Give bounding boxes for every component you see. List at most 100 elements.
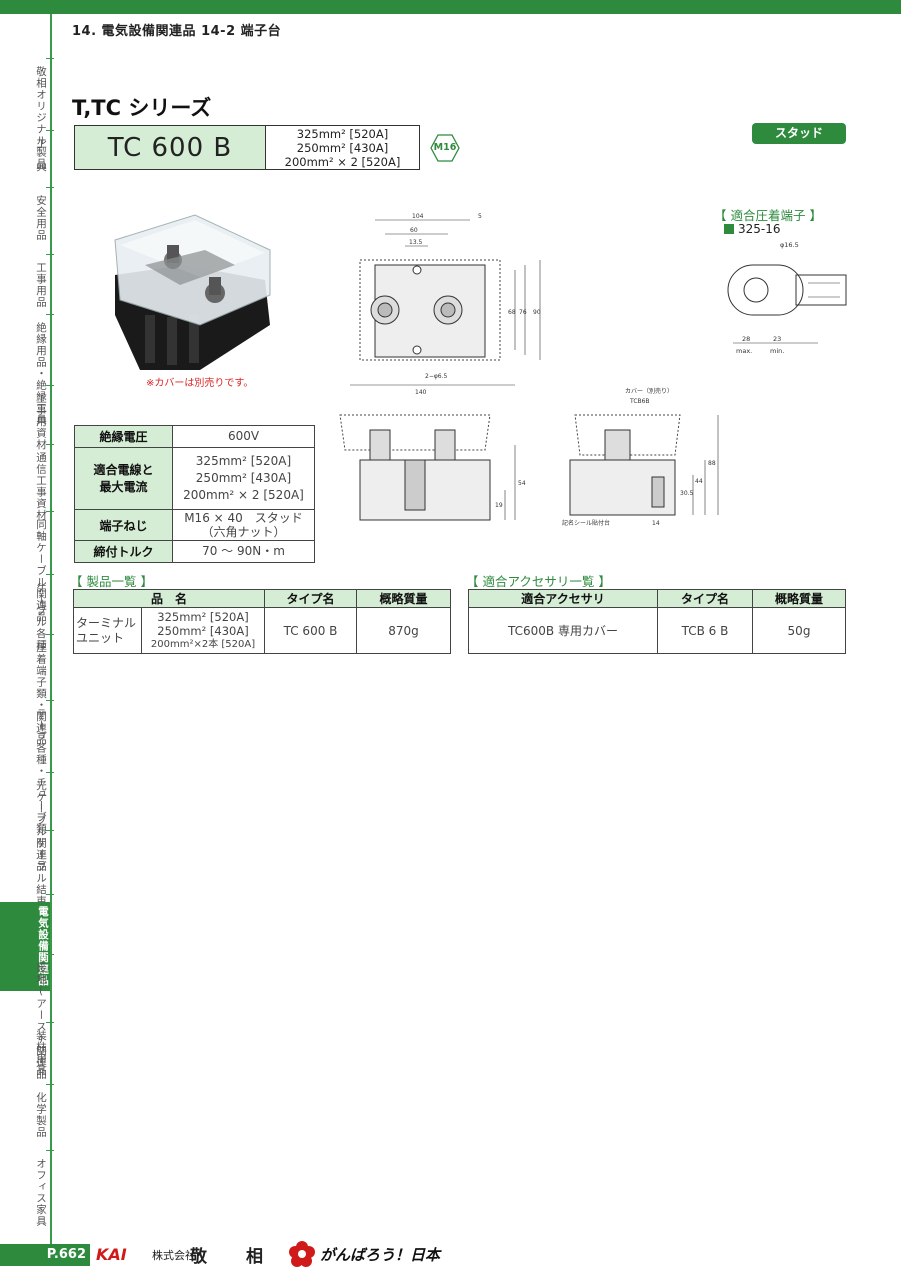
sidebar-item[interactable]: オフィス家具 (35, 1158, 47, 1227)
column-header: 品 名 (73, 589, 265, 608)
sidebar-divider (46, 954, 54, 955)
table-row: 適合電線と 最大電流 325mm² [520A] 250mm² [430A] 2… (74, 447, 315, 510)
spec-value: 600V (172, 425, 315, 448)
model-name: TC 600 B (74, 125, 266, 170)
top-bar (0, 0, 901, 14)
phi-16-5-label: φ16.5 (780, 241, 799, 249)
sidebar-item[interactable]: ケーブル各種 (35, 582, 47, 651)
sidebar-item[interactable]: 通信工事資材 (35, 452, 47, 521)
sidebar-item[interactable]: 電気設備関連品 (0, 902, 50, 991)
sidebar-divider (46, 700, 54, 701)
table-row: 絶縁電圧 600V (74, 425, 315, 448)
spec-table: 絶縁電圧 600V 適合電線と 最大電流 325mm² [520A] 250mm… (74, 425, 315, 563)
spec-label: 絶縁電圧 (74, 425, 173, 448)
sidebar-divider (46, 830, 54, 831)
dim-68: 68 (508, 309, 516, 316)
sidebar-item[interactable]: 光ケーブル関連品 (35, 780, 47, 872)
crimp-terminal-drawing: φ16.5 28 23 max. min. (727, 241, 847, 355)
spec-value-line: 325mm² [520A] (195, 454, 292, 468)
sidebar-divider (46, 511, 54, 512)
dim-54: 54 (518, 480, 526, 487)
spec-value-line: （六角ナット） (201, 525, 286, 539)
dim-76: 76 (519, 309, 527, 316)
product-photo (114, 214, 271, 370)
column-header: 概略質量 (752, 589, 846, 608)
spec-value-line: 200mm² × 2 [520A] (183, 488, 304, 502)
column-header: 概略質量 (356, 589, 451, 608)
sidebar-divider (46, 130, 54, 131)
sidebar-divider (46, 1084, 54, 1085)
series-title: T,TC シリーズ (72, 96, 212, 120)
hole-label: 2−φ6.5 (425, 373, 448, 380)
cover-label: カバー（別売り） (625, 387, 673, 395)
sidebar-item[interactable]: 工事用資材 (35, 393, 47, 451)
table-row: ターミナル ユニット 325mm² [520A] 250mm² [430A] 2… (73, 607, 451, 654)
sidebar-item[interactable]: 絶縁用品・絶縁工具 (35, 322, 47, 426)
company-logo: KAI (96, 1245, 127, 1264)
sidebar-item[interactable]: 敬相オリジナル製品 (35, 66, 47, 170)
product-name: ターミナル ユニット (73, 607, 142, 654)
sidebar-divider (46, 894, 54, 895)
type-badge: スタッド (752, 123, 846, 144)
accessory-list-heading: 【 適合アクセサリ一覧 】 (466, 574, 611, 589)
sidebar-item[interactable]: 同軸ケーブル関連品 (35, 519, 47, 623)
dim-5: 5 (478, 213, 482, 220)
dim-140: 140 (415, 389, 427, 395)
spec-label: 適合電線と 最大電流 (74, 447, 173, 510)
sidebar-divider (46, 634, 54, 635)
sidebar-item[interactable]: 接地(アース)関連品 (35, 962, 47, 1080)
sidebar-item[interactable]: 工 具 (35, 138, 47, 173)
product-table: 品 名 タイプ名 概略質量 ターミナル ユニット 325mm² [520A] 2… (73, 589, 451, 654)
table-row: 締付トルク 70 ～ 90N・m (74, 540, 315, 563)
spec-label: 締付トルク (74, 540, 173, 563)
product-spec-line: 200mm²×2本 [520A] (150, 638, 256, 650)
min-label: min. (770, 347, 784, 355)
sidebar-item[interactable]: 工事用品 (35, 262, 47, 308)
sidebar-item[interactable]: 安全用品 (35, 195, 47, 241)
crimp-heading: 【 適合圧着端子 】 (714, 208, 822, 223)
sidebar-divider (46, 187, 54, 188)
sidebar-line (50, 14, 52, 1244)
model-spec-line: 200mm² × 2 [520A] (284, 155, 401, 169)
sidebar-item[interactable]: 化学製品 (35, 1092, 47, 1138)
sidebar-item[interactable]: テープ各種・チューブ類 (35, 708, 47, 835)
dim-88: 88 (708, 460, 716, 467)
thread-label: M16 (433, 142, 457, 153)
product-mass: 870g (356, 607, 451, 654)
spec-value: 70 ～ 90N・m (172, 540, 315, 563)
company-name-sou: 相 (246, 1247, 263, 1267)
spec-value-line: 250mm² [430A] (195, 471, 292, 485)
model-spec-line: 250mm² [430A] (296, 141, 389, 155)
dim-14: 14 (652, 520, 660, 527)
hexagon-icon (430, 134, 460, 162)
thread-hex-badge: M16 (430, 134, 460, 162)
sidebar-divider (46, 1022, 54, 1023)
accessory-mass: 50g (752, 607, 846, 654)
product-spec-line: 250mm² [430A] (157, 623, 249, 638)
model-spec-line: 325mm² [520A] (296, 127, 389, 141)
accessory-type: TCB 6 B (657, 607, 753, 654)
spec-label: 端子ねじ (74, 509, 173, 541)
sidebar-item[interactable]: 装柱用品 (35, 1030, 47, 1076)
dim-90: 90 (533, 309, 541, 316)
dim-23: 23 (773, 335, 781, 343)
product-specs: 325mm² [520A] 250mm² [430A] 200mm²×2本 [5… (141, 607, 265, 654)
column-header: タイプ名 (657, 589, 753, 608)
front-view-drawing: 54 19 (339, 414, 526, 521)
sidebar-item[interactable]: 圧着端子類・関連品 (35, 642, 47, 746)
side-view-drawing: カバー（別売り） TCB6B 88 44 30.5 14 記名シール貼付台 (562, 387, 719, 527)
spec-value-line: M16 × 40 スタッド (184, 511, 303, 525)
page-number: P.662 (0, 1244, 90, 1266)
sidebar-divider (46, 58, 54, 59)
product-type: TC 600 B (264, 607, 357, 654)
dim-19: 19 (495, 502, 503, 509)
company-prefix: 株式会社 (152, 1249, 196, 1262)
cover-code-label: TCB6B (629, 398, 650, 405)
sidebar-divider (46, 444, 54, 445)
dim-28: 28 (742, 335, 750, 343)
crimp-code: 325-16 (724, 222, 781, 236)
company-name-kei: 敬 (190, 1247, 207, 1267)
seal-label: 記名シール貼付台 (562, 519, 610, 527)
column-header: 適合アクセサリ (468, 589, 658, 608)
product-spec-line: 325mm² [520A] (157, 609, 249, 624)
